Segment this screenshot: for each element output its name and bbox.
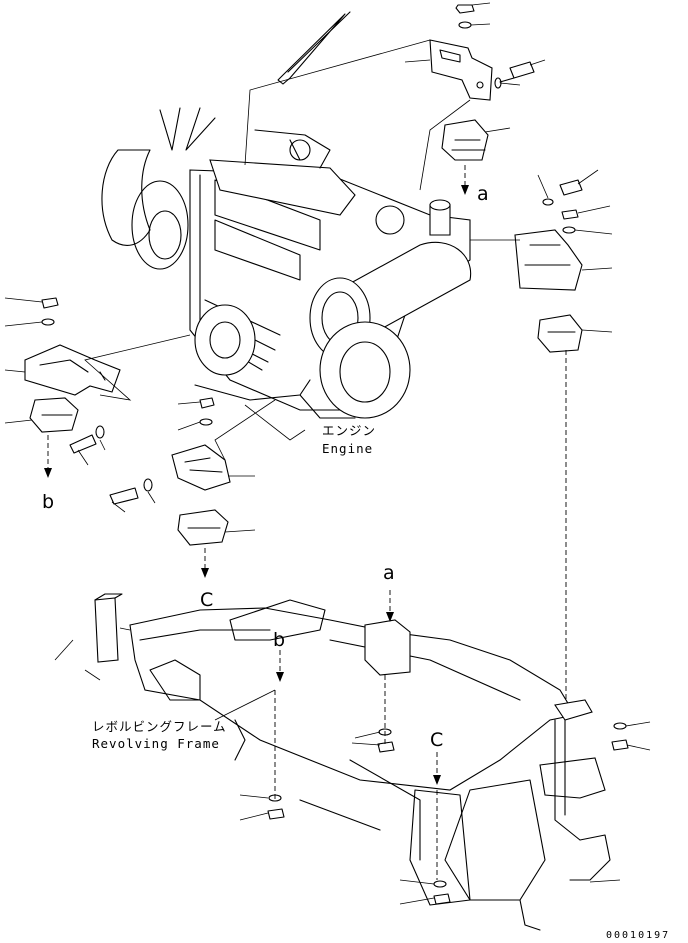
frame-fasteners	[267, 722, 629, 905]
reference-a-top: a	[477, 183, 489, 205]
engine-assembly	[101, 11, 472, 419]
reference-c-left: C	[200, 589, 214, 611]
left-rear-mount-group	[109, 397, 231, 546]
reference-c-frame: C	[430, 729, 444, 751]
engine-label-en: Engine	[322, 441, 374, 456]
reference-b-left: b	[42, 491, 55, 513]
revolving-frame-label-en: Revolving Frame	[92, 736, 220, 751]
right-front-mount-group	[429, 4, 535, 161]
drawing-part-number: 00010197	[606, 930, 671, 941]
reference-a-frame: a	[383, 562, 395, 584]
leader-lines	[4, 2, 651, 905]
revolving-frame-label-jp: レボルビングフレーム	[92, 719, 227, 734]
revolving-frame	[94, 593, 611, 931]
right-rear-mount-group	[514, 179, 583, 353]
engine-label-jp: エンジン	[322, 423, 377, 438]
reference-b-frame: b	[273, 629, 286, 651]
left-front-mount-group	[24, 297, 121, 454]
assembly-guide-lines	[44, 39, 567, 880]
